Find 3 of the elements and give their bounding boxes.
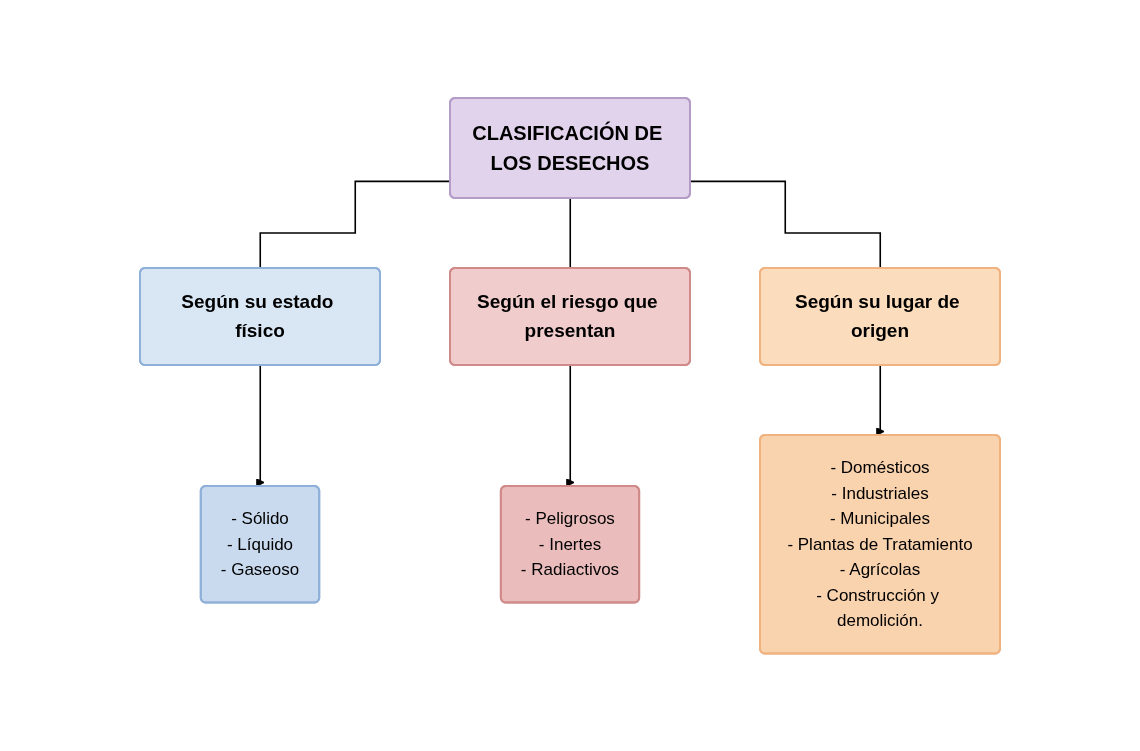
arrow: [876, 364, 885, 436]
arrow: [566, 364, 575, 487]
arrow: [256, 364, 265, 487]
